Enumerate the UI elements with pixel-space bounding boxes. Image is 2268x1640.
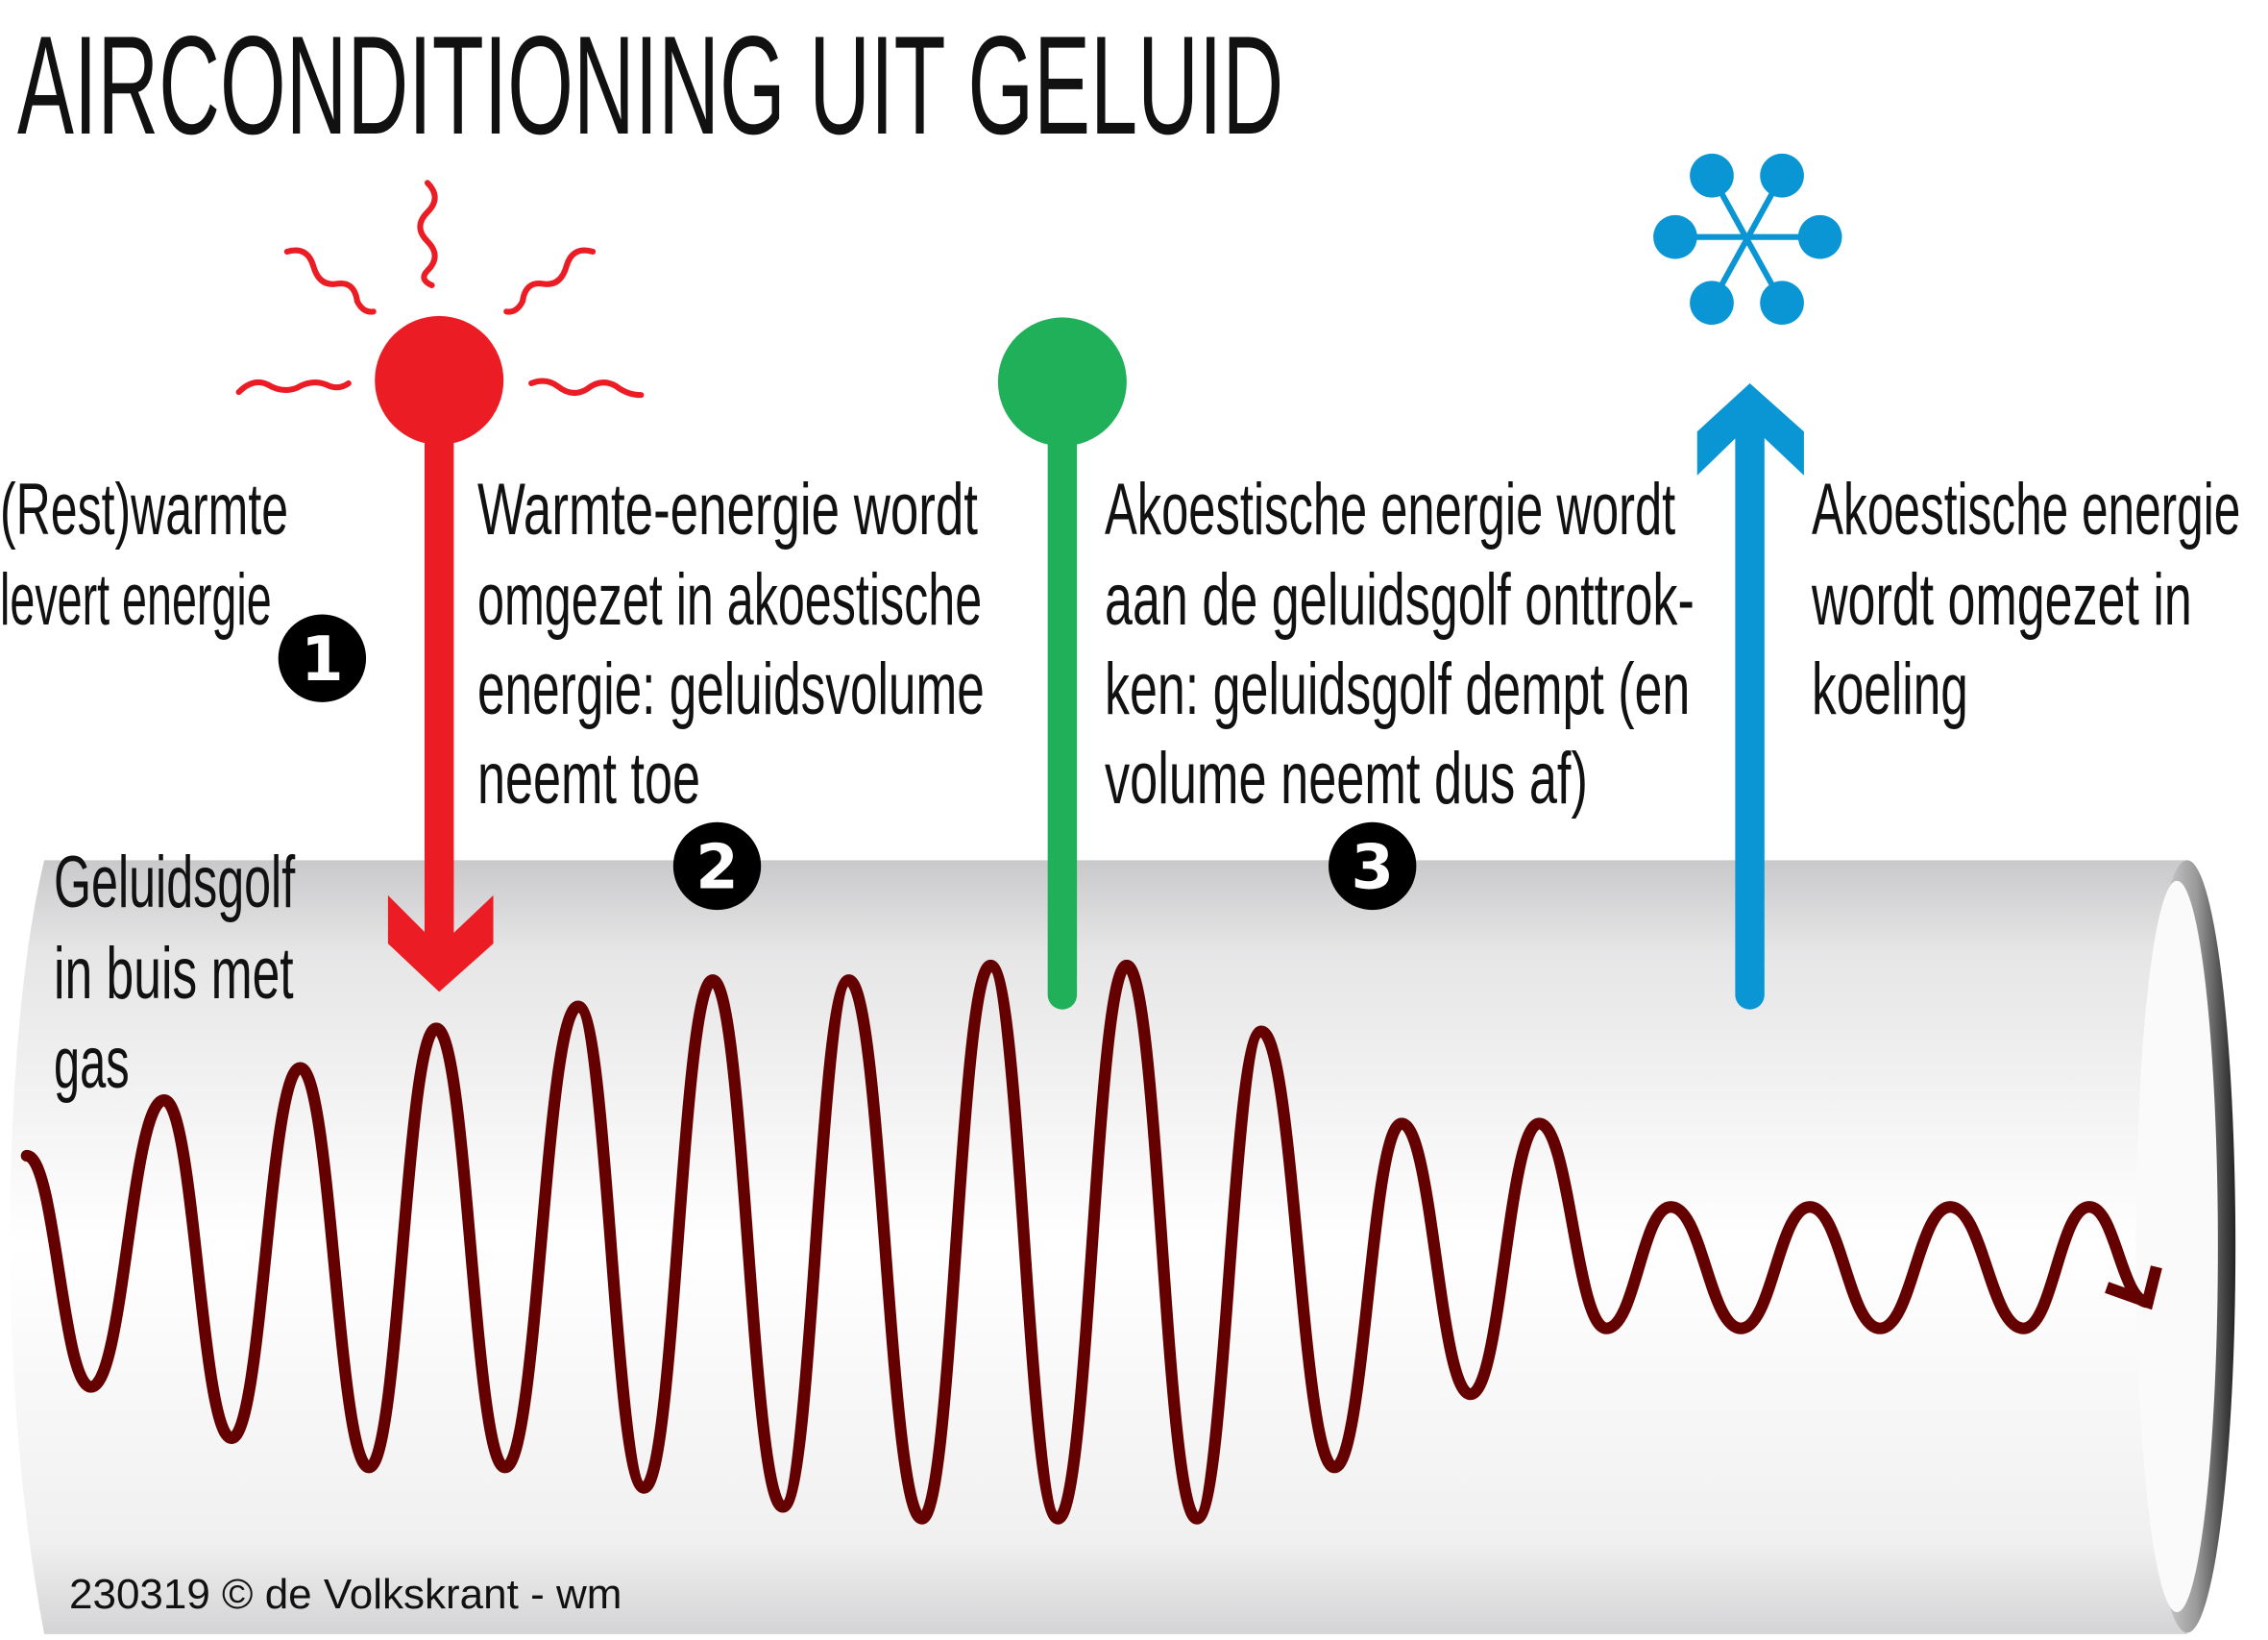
step-badge-3: 3 (1329, 821, 1417, 911)
text-line: koeling (1812, 649, 1968, 730)
text-line: Geluidsgolf (54, 842, 296, 923)
gas-tube (9, 860, 2236, 1634)
text-line: gas (54, 1022, 130, 1104)
step-badge-1: 1 (278, 614, 367, 702)
text-line: volume neemt dus af) (1105, 738, 1588, 820)
text-line: neemt toe (477, 738, 700, 820)
text-line: Akoestische energie (1812, 469, 2241, 551)
acoustic-extraction-marker (997, 317, 1127, 1010)
page-title: AIRCONDITIONING UIT GELUID (17, 7, 1284, 163)
wave-arrowhead (2105, 1265, 2162, 1310)
text-line: omgezet in akoestische (477, 559, 983, 641)
text-line: in buis met (54, 933, 294, 1015)
text-line: ken: geluidsgolf dempt (en (1105, 649, 1691, 730)
text-line: Warmte-energie wordt (477, 469, 978, 551)
text-line: aan de geluidsgolf onttrok- (1105, 559, 1695, 641)
credit-line: 230319 © de Volkskrant - wm (69, 1571, 622, 1618)
heat-arrow (375, 315, 504, 992)
text-line: wordt omgezet in (1812, 559, 2192, 641)
sound-wave (20, 959, 2154, 1525)
text-line: levert energie (0, 559, 272, 641)
snowflake-icon (1653, 153, 1842, 326)
cooling-arrow (1696, 382, 1804, 1010)
badge-number: 2 (695, 832, 739, 903)
step-badge-2: 2 (672, 821, 762, 911)
text-line: energie: geluidsvolume (477, 649, 985, 730)
text-line: (Rest)warmte (0, 469, 289, 551)
sun-heat-icon (235, 180, 645, 399)
badge-number: 3 (1351, 832, 1394, 903)
text-line: Akoestische energie wordt (1105, 469, 1676, 551)
badge-number: 1 (301, 624, 344, 696)
